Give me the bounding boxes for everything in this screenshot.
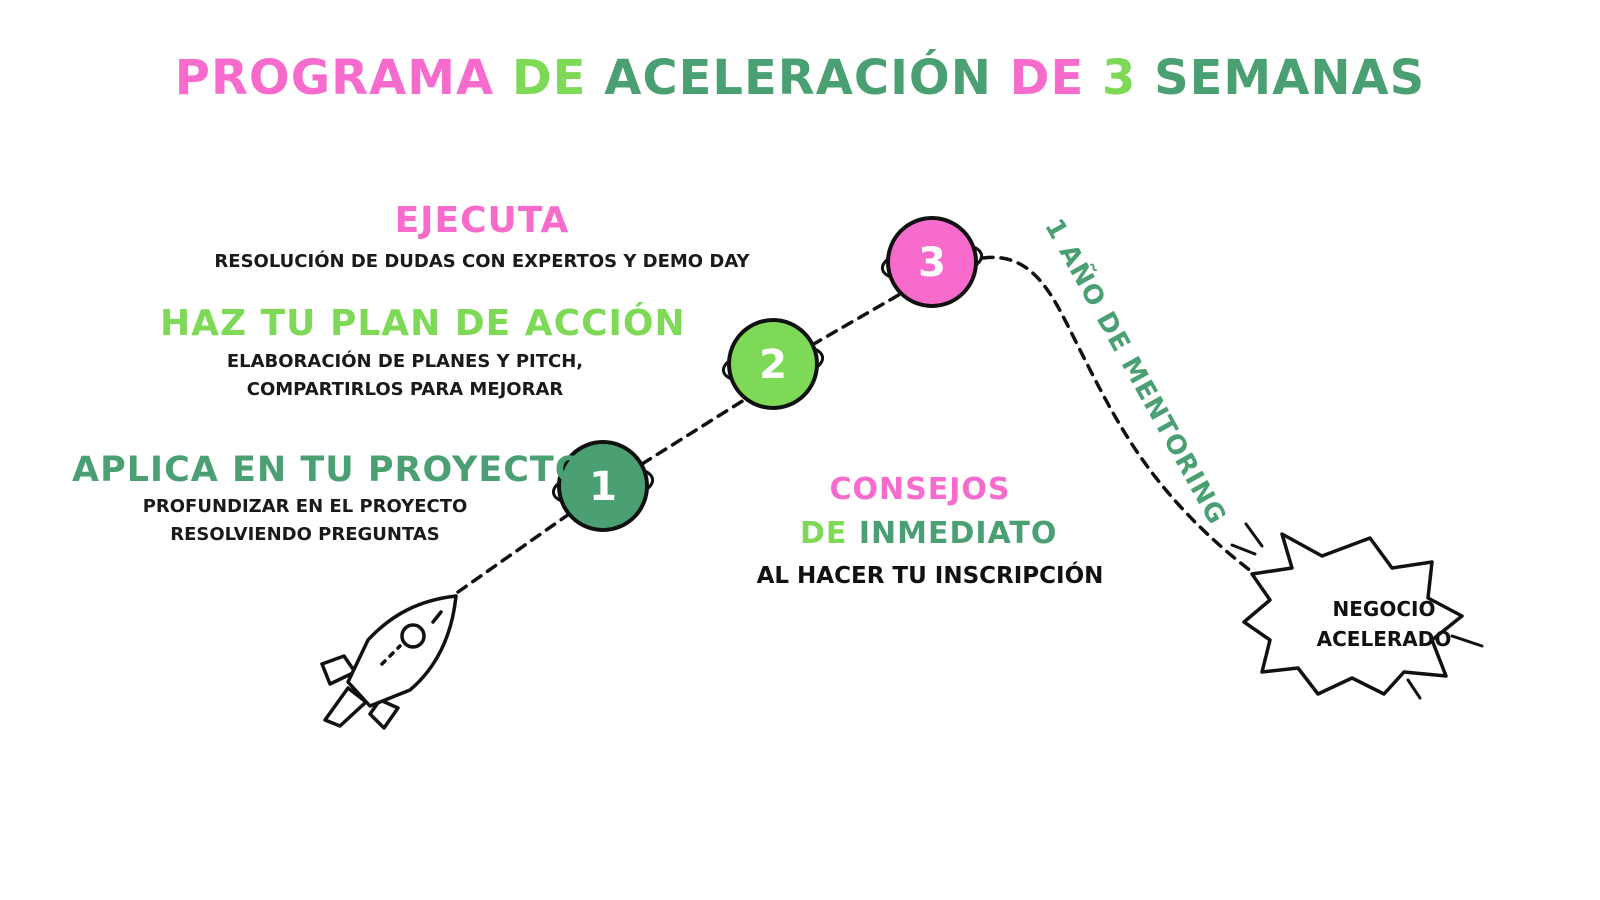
burst-icon bbox=[1230, 522, 1484, 700]
goal-line-1: NEGOCIO bbox=[1332, 597, 1436, 621]
goal-label: NEGOCIO ACELERADO bbox=[1284, 594, 1484, 654]
planet-1: 1 bbox=[551, 440, 655, 532]
title-part-number: 3 bbox=[1101, 50, 1155, 106]
step-3-description: RESOLUCIÓN DE DUDAS CON EXPERTOS Y DEMO … bbox=[212, 248, 752, 276]
step-1-desc-line-2: RESOLVIENDO PREGUNTAS bbox=[170, 524, 440, 545]
planet-3: 3 bbox=[880, 216, 984, 308]
path-mentoring bbox=[981, 255, 1272, 587]
planet-2-number: 2 bbox=[759, 342, 787, 388]
path-2-to-3 bbox=[810, 291, 904, 347]
planet-1-number: 1 bbox=[589, 464, 617, 510]
title-part-semanas: SEMANAS bbox=[1154, 50, 1426, 106]
consejos-de: DE bbox=[800, 516, 859, 551]
step-2-heading: HAZ TU PLAN DE ACCIÓN bbox=[160, 303, 686, 344]
step-2-desc-line-2: COMPARTIRLOS PARA MEJORAR bbox=[246, 379, 564, 400]
path-rocket-to-1 bbox=[456, 510, 574, 594]
page-title: PROGRAMA DE ACELERACIÓN DE 3 SEMANAS bbox=[0, 50, 1600, 106]
planet-3-number: 3 bbox=[918, 240, 946, 286]
title-part-programa: PROGRAMA bbox=[174, 50, 512, 106]
consejos-description: AL HACER TU INSCRIPCIÓN bbox=[756, 563, 1104, 589]
consejos-heading: CONSEJOS bbox=[829, 472, 1011, 507]
consejos-inmediato: INMEDIATO bbox=[858, 516, 1058, 551]
rocket-icon bbox=[320, 594, 458, 730]
step-1-heading: APLICA EN TU PROYECTO bbox=[72, 450, 586, 490]
title-part-de: DE bbox=[511, 50, 605, 106]
step-1-description: PROFUNDIZAR EN EL PROYECTO RESOLVIENDO P… bbox=[130, 493, 480, 549]
title-part-de-2: DE bbox=[1009, 50, 1102, 106]
step-1-desc-line-1: PROFUNDIZAR EN EL PROYECTO bbox=[142, 496, 468, 517]
step-3-heading: EJECUTA bbox=[394, 200, 570, 241]
step-2-description: ELABORACIÓN DE PLANES Y PITCH, COMPARTIR… bbox=[200, 348, 610, 404]
dashed-path bbox=[456, 255, 1272, 594]
consejos-subheading: DE INMEDIATO bbox=[800, 516, 1056, 551]
step-2-desc-line-1: ELABORACIÓN DE PLANES Y PITCH, bbox=[226, 351, 584, 372]
title-part-aceleracion: ACELERACIÓN bbox=[604, 50, 1010, 106]
planet-2: 2 bbox=[721, 318, 825, 410]
step-3-desc-line-1: RESOLUCIÓN DE DUDAS CON EXPERTOS Y DEMO … bbox=[214, 251, 750, 272]
path-1-to-2 bbox=[640, 398, 746, 466]
goal-line-2: ACELERADO bbox=[1316, 627, 1452, 651]
